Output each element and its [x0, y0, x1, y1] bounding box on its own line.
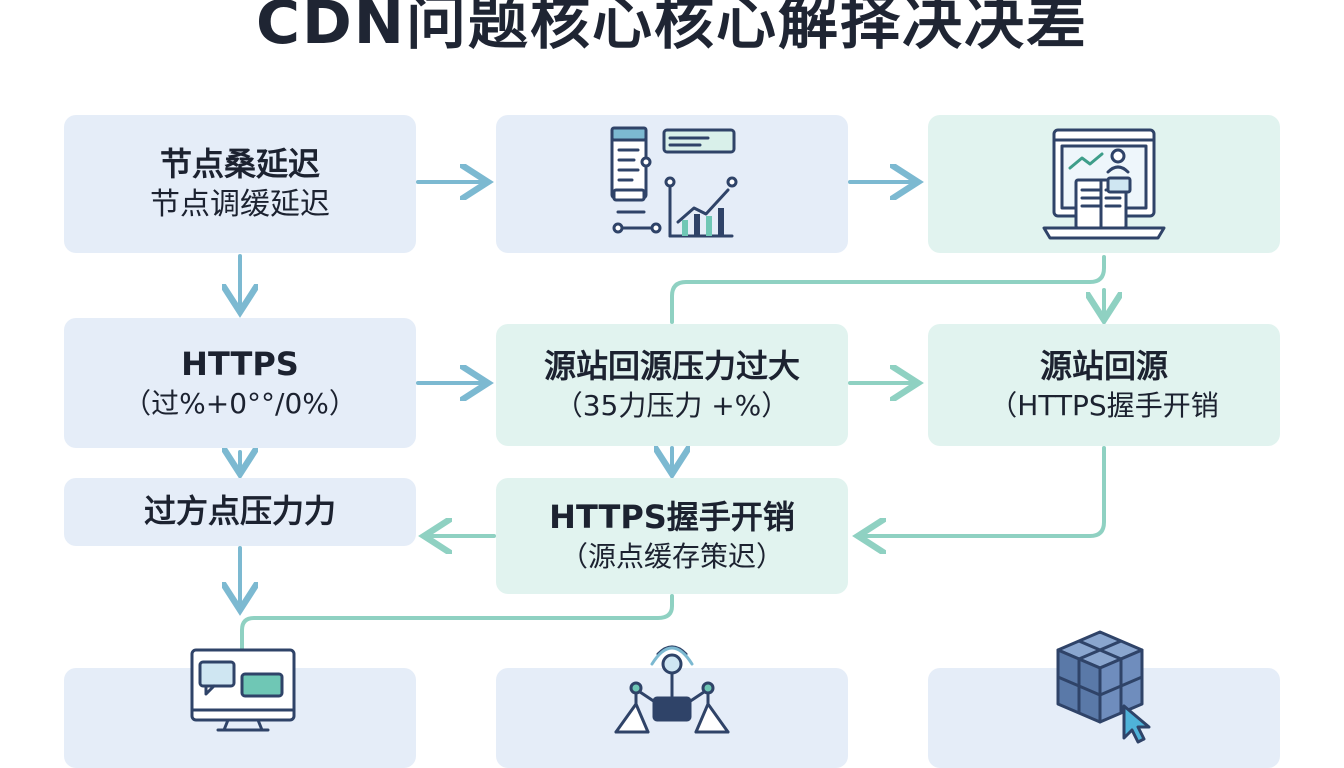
page-title: CDN问题核心核心解择决决差 [255, 0, 1089, 58]
node-https-subtitle: （过%+0°°/0%） [123, 386, 357, 420]
node-handshake-subtitle: （源点缓存策迟） [559, 539, 784, 573]
analytics-dashboard-icon [610, 126, 738, 238]
node-https-title: HTTPS [181, 345, 299, 383]
node-origin-back: 源站回源 （HTTPS握手开销 [928, 324, 1280, 446]
node-edge-latency-subtitle: 节点调缓延迟 [150, 187, 330, 223]
node-edge-latency-title: 节点桑延迟 [159, 144, 320, 183]
connector-top-loop [670, 255, 1106, 324]
node-origin-pressure-title: 源站回源压力过大 [543, 347, 800, 385]
laptop-report-icon [1042, 128, 1166, 240]
monitor-chat-icon [190, 648, 296, 732]
node-over-node-title: 过方点压力力 [143, 492, 336, 531]
network-hierarchy-icon [614, 645, 730, 734]
node-origin-back-title: 源站回源 [1039, 347, 1168, 385]
connector-right-return [862, 446, 1106, 536]
node-handshake-title: HTTPS握手开销 [549, 498, 795, 536]
node-handshake: HTTPS握手开销 （源点缓存策迟） [496, 478, 848, 594]
node-https: HTTPS （过%+0°°/0%） [64, 318, 416, 448]
connector-bottom-loop [240, 594, 674, 652]
node-origin-back-subtitle: （HTTPS握手开销 [989, 388, 1219, 422]
node-origin-pressure-subtitle: （35力压力 +%） [554, 388, 790, 422]
node-over-node: 过方点压力力 [64, 478, 416, 546]
cube-cursor-icon [1056, 630, 1151, 744]
node-edge-latency: 节点桑延迟 节点调缓延迟 [64, 115, 416, 253]
node-origin-pressure: 源站回源压力过大 （35力压力 +%） [496, 324, 848, 446]
